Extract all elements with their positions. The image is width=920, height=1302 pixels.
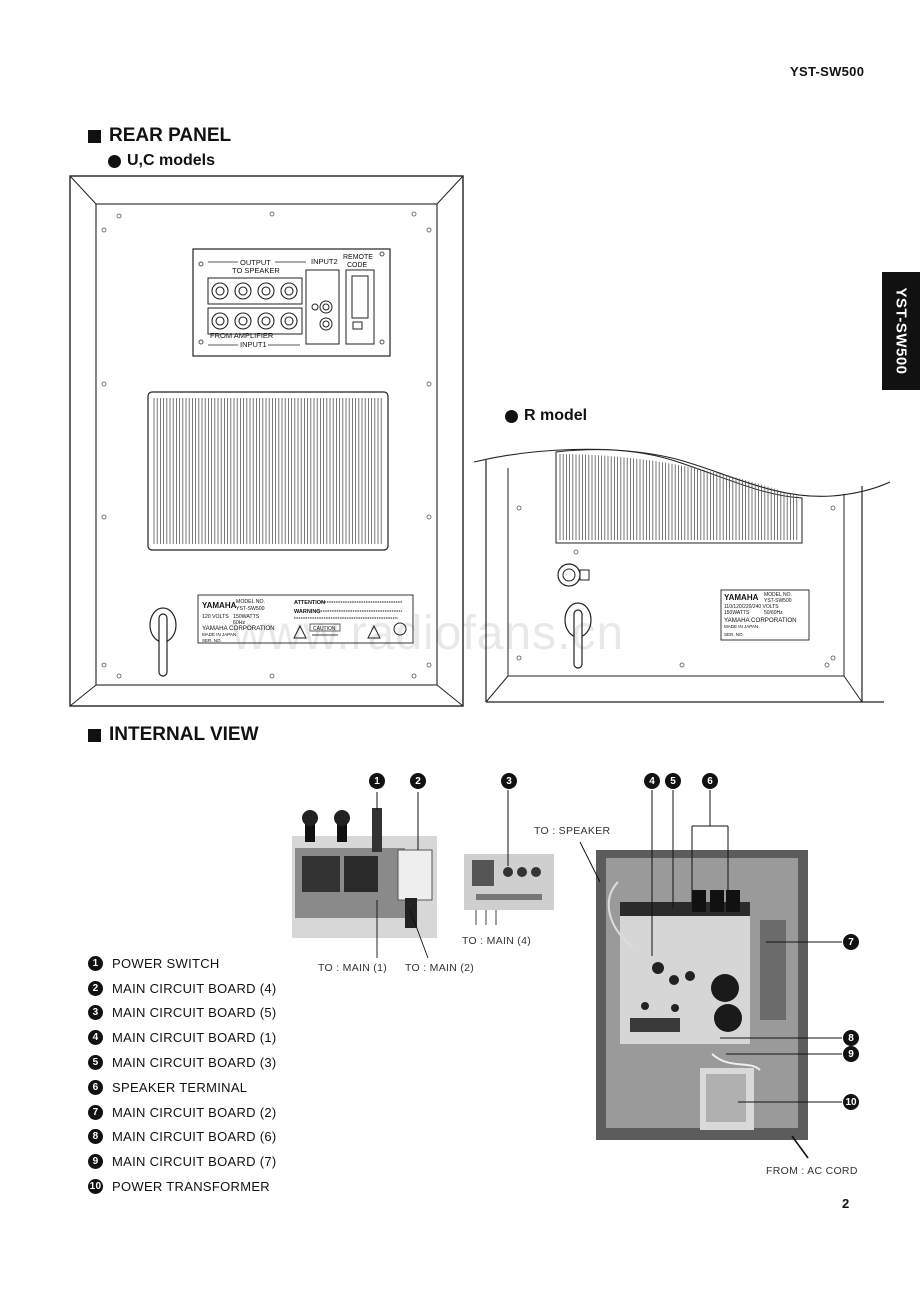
- callout-5: 5: [665, 773, 681, 789]
- rear-panel-title: REAR PANEL: [109, 125, 232, 146]
- r-plate-brand: YAMAHA: [724, 593, 759, 602]
- square-bullet-icon: [88, 728, 101, 742]
- uc-plate-model-no-label: MODEL NO.: [236, 599, 265, 605]
- callout-3: 3: [501, 773, 517, 789]
- uc-models-label: U,C models: [127, 152, 216, 169]
- legend-item: 3 MAIN CIRCUIT BOARD (5): [88, 1001, 277, 1026]
- round-bullet-icon: [505, 409, 518, 423]
- legend-label: MAIN CIRCUIT BOARD (6): [112, 1129, 277, 1145]
- legend-number: 2: [88, 980, 103, 996]
- internal-view-title: INTERNAL VIEW: [109, 724, 259, 745]
- r-plate-model-no: YST-SW500: [764, 598, 792, 604]
- legend-label: MAIN CIRCUIT BOARD (1): [112, 1030, 277, 1046]
- r-model-panel-diagram: YAMAHA MODEL NO. YST-SW500 110/120/220/2…: [473, 448, 891, 703]
- legend-item: 5 MAIN CIRCUIT BOARD (3): [88, 1050, 277, 1075]
- legend-item: 4 MAIN CIRCUIT BOARD (1): [88, 1025, 277, 1050]
- uc-plate-warning: WARNING: [294, 609, 321, 615]
- input2-label: INPUT2: [311, 257, 338, 266]
- side-tab-label: YST-SW500: [892, 287, 910, 375]
- uc-plate-volts: 120 VOLTS: [202, 614, 229, 620]
- to-speaker-label: TO SPEAKER: [232, 266, 280, 275]
- legend-number: 9: [88, 1154, 103, 1170]
- r-plate-made-in: MADE IN JAPAN: [724, 624, 758, 629]
- r-model-label: R model: [524, 407, 588, 424]
- photo-main-assembly: [596, 850, 808, 1140]
- input1-label: INPUT1: [240, 340, 267, 349]
- legend-number: 10: [88, 1179, 103, 1195]
- watermark: www.radiofans.cn: [232, 607, 625, 660]
- callout-1: 1: [369, 773, 385, 789]
- uc-plate-serial: SER. NO.: [202, 638, 222, 643]
- callout-9: 9: [843, 1046, 859, 1062]
- legend-number: 7: [88, 1104, 103, 1120]
- legend-label: MAIN CIRCUIT BOARD (7): [112, 1154, 277, 1170]
- legend-item: 8 MAIN CIRCUIT BOARD (6): [88, 1125, 277, 1150]
- legend-number: 5: [88, 1055, 103, 1071]
- legend-label: MAIN CIRCUIT BOARD (3): [112, 1055, 277, 1071]
- uc-plate-brand: YAMAHA: [202, 601, 237, 610]
- r-plate-watts: 150WATTS: [724, 610, 750, 616]
- uc-plate-hz: 60Hz: [233, 620, 246, 626]
- legend-number: 1: [88, 955, 103, 971]
- uc-plate-corporation: YAMAHA CORPORATION: [202, 625, 275, 632]
- legend-label: POWER SWITCH: [112, 955, 220, 971]
- legend-item: 6 SPEAKER TERMINAL: [88, 1075, 277, 1100]
- round-bullet-icon: [108, 154, 121, 168]
- callout-7: 7: [843, 934, 859, 950]
- square-bullet-icon: [88, 129, 101, 143]
- r-plate-corporation: YAMAHA CORPORATION: [724, 617, 797, 624]
- legend-label: SPEAKER TERMINAL: [112, 1079, 248, 1095]
- legend-item: 10 POWER TRANSFORMER: [88, 1174, 277, 1199]
- r-model-heading: R model: [505, 407, 587, 425]
- legend-label: MAIN CIRCUIT BOARD (5): [112, 1005, 277, 1021]
- legend-number: 3: [88, 1005, 103, 1021]
- legend-item: 1 POWER SWITCH: [88, 951, 277, 976]
- photo-board-5: [464, 854, 554, 925]
- legend-item: 9 MAIN CIRCUIT BOARD (7): [88, 1149, 277, 1174]
- r-plate-serial: SER. NO.: [724, 632, 744, 637]
- legend-item: 2 MAIN CIRCUIT BOARD (4): [88, 976, 277, 1001]
- rear-panel-heading: REAR PANEL: [88, 125, 231, 147]
- r-plate-hz: 50/60Hz: [764, 610, 783, 616]
- legend-label: POWER TRANSFORMER: [112, 1179, 270, 1195]
- to-speaker-wire-label: TO : SPEAKER: [534, 825, 611, 837]
- r-plate-volts: 110/120/220/240 VOLTS: [724, 604, 779, 610]
- photo-board-4: [292, 808, 437, 938]
- uc-plate-watts: 150WATTS: [233, 614, 260, 620]
- legend-number: 6: [88, 1079, 103, 1095]
- uc-plate-model-no: YST-SW500: [236, 606, 265, 612]
- legend-label: MAIN CIRCUIT BOARD (2): [112, 1104, 277, 1120]
- legend-number: 8: [88, 1129, 103, 1145]
- internal-view-photos: [292, 790, 842, 1159]
- remote-label: REMOTE: [343, 254, 373, 261]
- to-main-1-label: TO : MAIN (1): [318, 962, 388, 974]
- callout-6: 6: [702, 773, 718, 789]
- legend-label: MAIN CIRCUIT BOARD (4): [112, 980, 277, 996]
- legend-number: 4: [88, 1030, 103, 1046]
- page-number: 2: [842, 1196, 850, 1211]
- from-ac-cord-label: FROM : AC CORD: [766, 1165, 858, 1177]
- uc-plate-attention: ATTENTION: [294, 600, 325, 606]
- from-amplifier-label: FROM AMPLIFIER: [210, 331, 274, 340]
- uc-plate-made-in: MADE IN JAPAN: [202, 632, 236, 637]
- uc-rear-panel-diagram: OUTPUT TO SPEAKER INPUT2 REMOTE CODE FRO…: [69, 175, 464, 707]
- callout-8: 8: [843, 1030, 859, 1046]
- page-model-code: YST-SW500: [790, 64, 865, 79]
- to-main-4-label: TO : MAIN (4): [462, 935, 532, 947]
- internal-view-heading: INTERNAL VIEW: [88, 724, 259, 746]
- uc-plate-caution: CAUTION: [313, 626, 336, 632]
- to-main-2-label: TO : MAIN (2): [405, 962, 475, 974]
- r-plate-model-no-label: MODEL NO.: [764, 592, 792, 598]
- side-tab: YST-SW500: [882, 272, 920, 390]
- code-label: CODE: [347, 262, 368, 269]
- callout-2: 2: [410, 773, 426, 789]
- uc-models-heading: U,C models: [108, 152, 215, 170]
- output-label: OUTPUT: [240, 258, 271, 267]
- callout-10: 10: [843, 1094, 859, 1110]
- callout-4: 4: [644, 773, 660, 789]
- legend-item: 7 MAIN CIRCUIT BOARD (2): [88, 1100, 277, 1125]
